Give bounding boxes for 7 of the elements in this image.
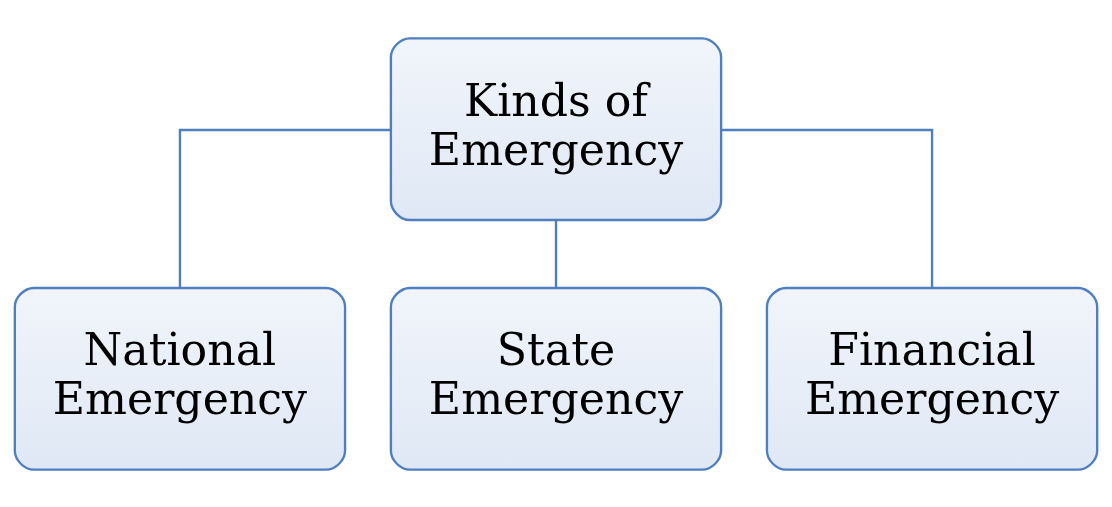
connector xyxy=(178,128,391,288)
node-box: Kinds of Emergency xyxy=(389,36,723,221)
connector xyxy=(554,220,558,288)
node-box: Financial Emergency xyxy=(765,286,1099,471)
node-box: State Emergency xyxy=(389,286,723,471)
node-box: National Emergency xyxy=(13,286,347,471)
connector xyxy=(721,128,934,288)
